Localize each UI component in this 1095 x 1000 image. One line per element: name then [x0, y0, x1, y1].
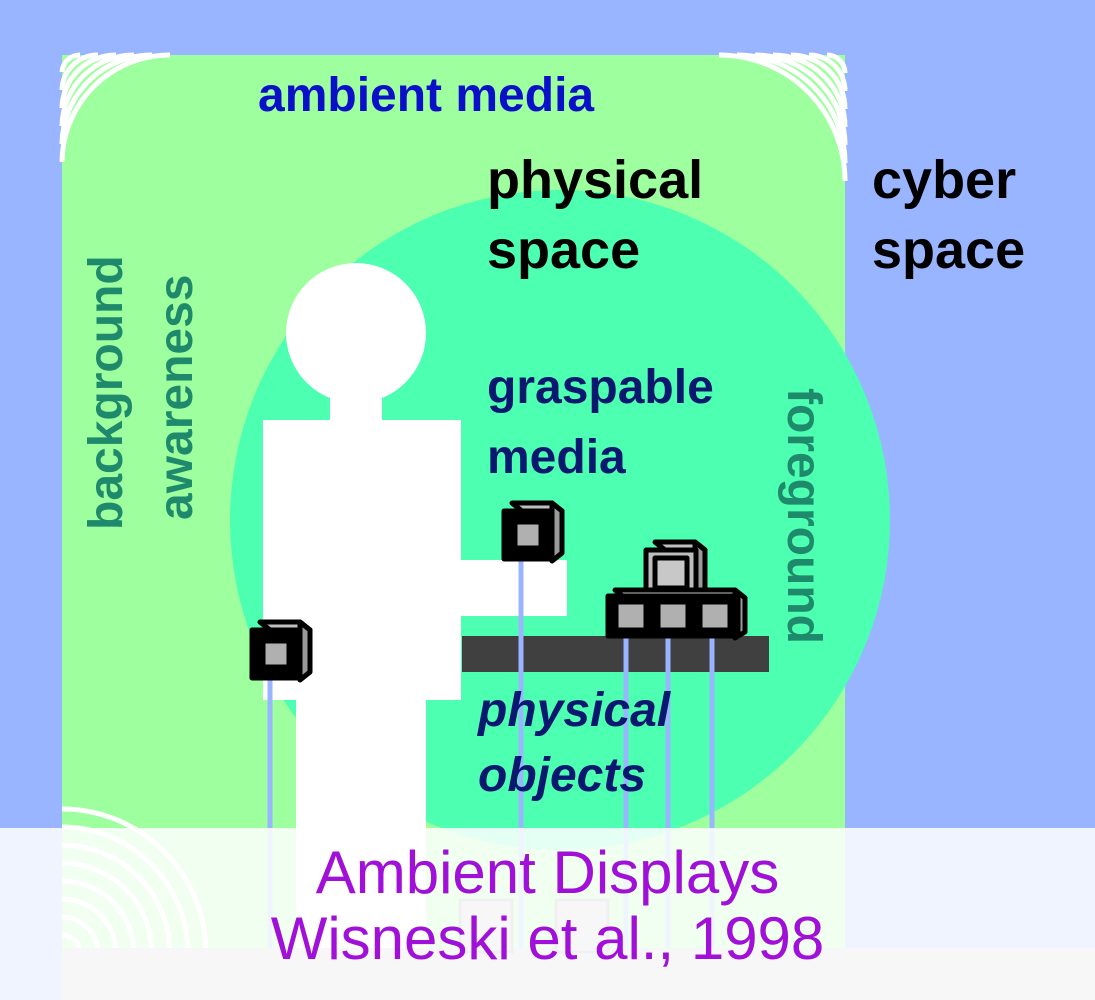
label-physical-space-line2: space — [487, 220, 641, 280]
cube-object-left — [249, 619, 313, 683]
caption-panel: Ambient Displays Wisneski et al., 1998 — [0, 828, 1095, 1000]
ambient-waves-top-left-icon — [59, 52, 171, 163]
label-graspable-media-line1: graspable — [487, 361, 714, 414]
label-background-awareness-line2: awareness — [150, 274, 203, 520]
label-background-awareness-line1: background — [80, 255, 133, 530]
ambient-waves-top-right-icon — [718, 52, 848, 182]
label-physical-objects-line2: objects — [478, 749, 647, 802]
cube-object-held — [501, 500, 565, 564]
label-graspable-media-line2: media — [487, 431, 626, 484]
table-surface — [462, 636, 769, 672]
label-physical-space-line1: physical — [487, 150, 704, 210]
caption-citation: Wisneski et al., 1998 — [270, 905, 825, 972]
caption-title: Ambient Displays — [315, 839, 780, 906]
label-cyber-space-line1: cyber — [872, 150, 1017, 210]
label-physical-objects-line1: physical — [478, 684, 671, 737]
label-cyber-space-line2: space — [872, 220, 1026, 280]
cube-stack — [605, 539, 748, 641]
label-ambient-media: ambient media — [258, 69, 595, 122]
label-foreground: foreground — [777, 388, 830, 644]
